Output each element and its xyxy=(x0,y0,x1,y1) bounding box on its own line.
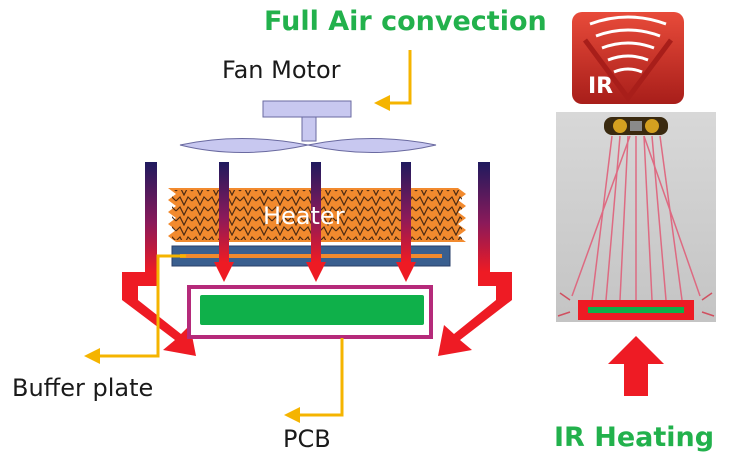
callout-arrowheads xyxy=(84,95,390,423)
ir-badge xyxy=(572,12,684,104)
buffer-plate-label: Buffer plate xyxy=(12,374,154,402)
air-flow-arrows xyxy=(122,162,512,356)
ir-up-arrow xyxy=(608,336,664,396)
pcb-board xyxy=(187,285,433,339)
callout-arrows xyxy=(98,50,412,417)
pcb-label: PCB xyxy=(283,425,331,453)
ir-heating-title: IR Heating xyxy=(554,422,715,453)
full-air-convection-title: Full Air convection xyxy=(264,6,547,37)
heater-label: Heater xyxy=(263,202,345,230)
ir-badge-label: IR xyxy=(588,74,614,99)
ir-panel xyxy=(556,112,716,322)
fan-motor-label: Fan Motor xyxy=(222,56,341,84)
fan-motor xyxy=(179,100,437,153)
